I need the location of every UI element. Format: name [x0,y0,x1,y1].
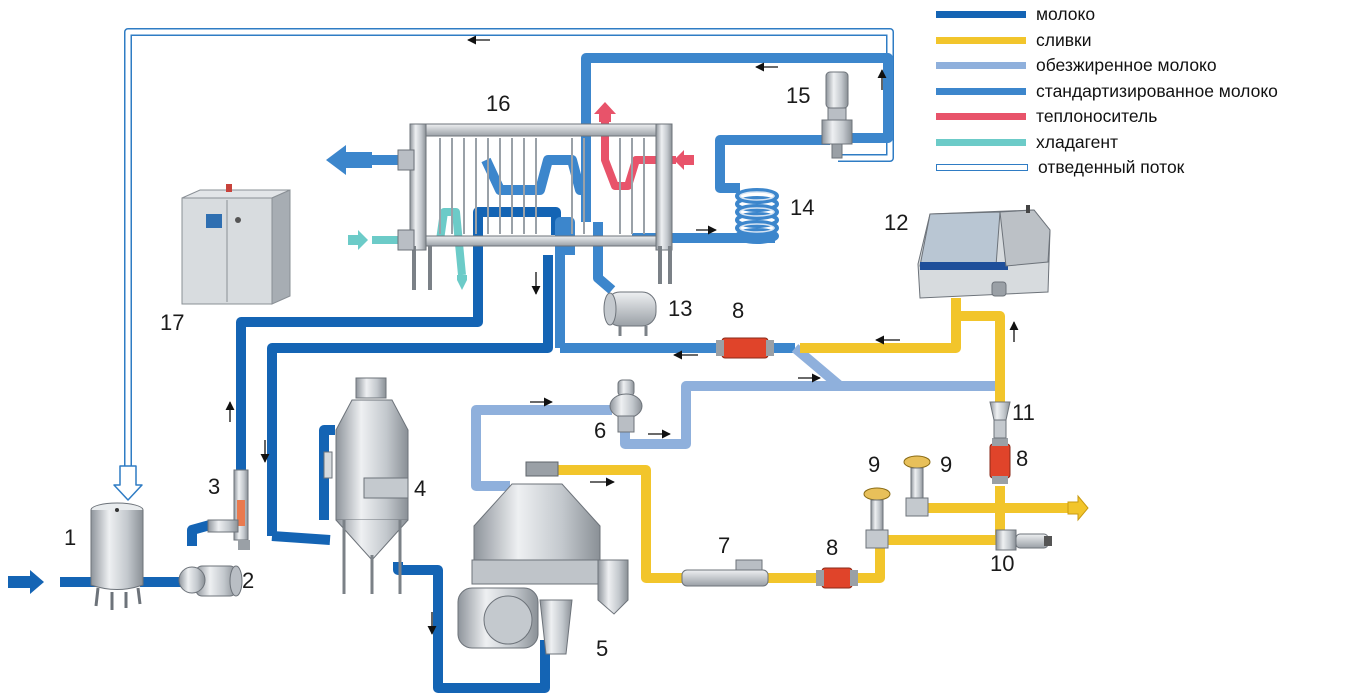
label-2: 2 [242,568,254,593]
label-9a: 9 [868,452,880,477]
control-valve-9b[interactable] [903,455,931,517]
legend-swatch-diverted [936,164,1028,172]
cream-outlet-arrow [1067,494,1089,522]
legend-item-milk: молоко [936,2,1354,28]
cream-device-7[interactable] [681,559,769,587]
flow-meter-8-cream[interactable] [816,567,858,589]
legend-swatch-standardized [936,87,1026,95]
check-valve-11[interactable] [989,401,1011,439]
feed-pump[interactable] [178,565,243,597]
label-9b: 9 [940,452,952,477]
heating-in-arrow [674,150,694,170]
cream-analyzer-12[interactable] [917,205,1051,299]
milk-lines [60,207,561,693]
legend-label-standardized: стандартизированное молоко [1036,80,1278,101]
legend-swatch-milk [936,11,1026,19]
separator[interactable] [457,461,629,655]
legend-swatch-cream [936,36,1026,44]
label-8b: 8 [826,535,838,560]
label-16: 16 [486,91,510,116]
heating-medium-line [601,118,676,190]
label-1: 1 [64,525,76,550]
legend-swatch-heating [936,113,1026,121]
legend-swatch-coolant [936,138,1026,146]
flow-meter-8-vertical[interactable] [989,438,1011,484]
label-8c: 8 [1016,446,1028,471]
flow-meter-8-skim[interactable] [716,337,774,359]
legend-label-heating: теплоноситель [1036,106,1158,127]
shutoff-valve-10[interactable] [995,529,1052,551]
legend-item-skim: обезжиренное молоко [936,53,1354,79]
legend-swatch-skim [936,62,1026,70]
label-8a: 8 [732,298,744,323]
legend-item-heating: теплоноситель [936,104,1354,130]
label-14: 14 [790,195,814,220]
component-labels: 1 2 3 4 5 6 7 8 8 8 9 9 10 11 12 13 14 1… [64,83,1035,661]
skim-milk-lines [471,344,1000,491]
label-12: 12 [884,210,908,235]
deaeration-vessel[interactable] [323,377,409,594]
legend-label-coolant: хладагент [1036,131,1119,152]
legend-item-coolant: хладагент [936,130,1354,156]
coolant-out-arrow [457,275,467,290]
flow-meter-3[interactable] [207,469,250,550]
legend-item-cream: сливки [936,28,1354,54]
balance-tank[interactable] [90,502,144,610]
cream-lines [548,298,1072,583]
legend-item-diverted: отведенный поток [936,155,1354,181]
legend-label-diverted: отведенный поток [1038,157,1185,178]
legend-label-milk: молоко [1036,4,1096,25]
label-3: 3 [208,474,220,499]
plate-heat-exchanger[interactable] [397,123,673,290]
divert-valve-15[interactable] [821,71,853,159]
holding-coil-shine [739,191,775,233]
label-10: 10 [990,551,1014,576]
legend: молоко сливки обезжиренное молоко станда… [936,2,1354,181]
flow-arrows [225,35,1019,635]
holding-coil-14[interactable] [735,188,779,244]
label-17: 17 [160,310,184,335]
heating-out-arrow [594,102,616,122]
milk-inlet-arrow [8,570,44,594]
legend-item-standardized: стандартизированное молоко [936,79,1354,105]
control-valve-9a[interactable] [863,487,891,549]
legend-label-cream: сливки [1036,29,1092,50]
std-milk-outlet-arrow [326,145,372,175]
label-15: 15 [786,83,810,108]
pressure-valve[interactable] [609,379,643,433]
label-13: 13 [668,296,692,321]
diverted-flow-line [113,28,894,501]
label-5: 5 [596,636,608,661]
coolant-in-arrow [348,230,368,250]
label-11: 11 [1012,400,1035,425]
holding-tank-13[interactable] [603,291,657,336]
label-7: 7 [718,533,730,558]
label-6: 6 [594,418,606,443]
control-panel[interactable] [181,184,291,305]
label-4: 4 [414,476,426,501]
legend-label-skim: обезжиренное молоко [1036,55,1217,76]
